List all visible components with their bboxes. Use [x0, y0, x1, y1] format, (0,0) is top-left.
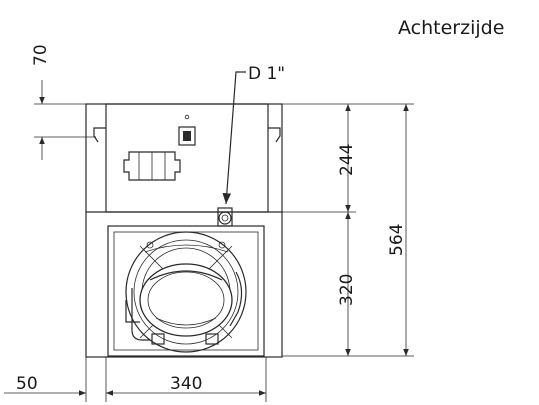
dimension-width-label: 340	[170, 374, 202, 394]
dimension-upper-height-label: 244	[337, 144, 357, 176]
dimension-lower-height-label: 320	[337, 274, 357, 306]
dimension-total-height-label: 564	[387, 224, 407, 256]
view-label: Achterzijde	[398, 17, 504, 39]
connection-callout	[222, 71, 246, 205]
compressor-assembly	[125, 231, 247, 353]
unit-body	[85, 103, 283, 358]
dimension-top-offset	[34, 80, 96, 160]
dimension-left-offset-label: 50	[16, 374, 38, 394]
connection-label: D 1"	[248, 64, 285, 84]
connection-fitting	[217, 207, 233, 227]
dimension-top-offset-label: 70	[31, 44, 51, 66]
